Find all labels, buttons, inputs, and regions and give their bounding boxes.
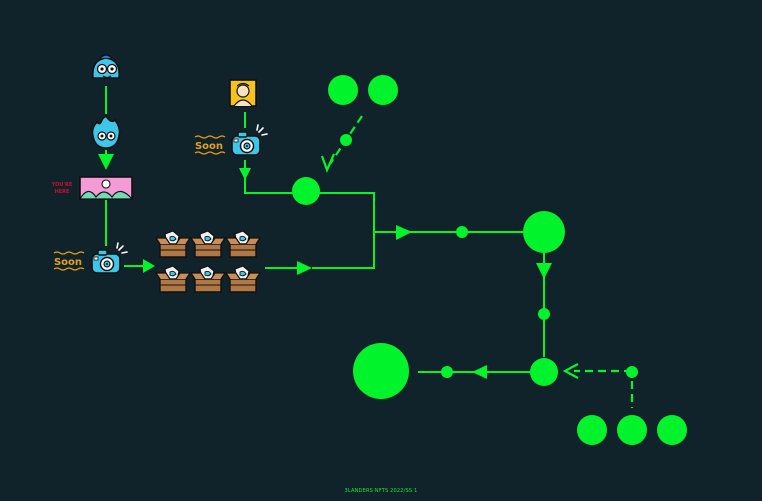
youre-here-marker: YOU'RE HERE — [51, 182, 73, 195]
node-junction — [530, 358, 558, 386]
node-small — [626, 366, 638, 378]
blue-flame-icon — [91, 114, 121, 149]
node-junction — [292, 177, 320, 205]
crate-icon — [155, 230, 191, 258]
node-small — [538, 308, 550, 320]
node-large — [523, 211, 565, 253]
arrowhead-down — [536, 263, 552, 279]
flow-nodes — [292, 75, 687, 445]
here-label-line2: HERE — [55, 189, 70, 195]
flow-lines — [244, 190, 545, 373]
crate-icon — [155, 265, 191, 293]
node-top-left — [328, 75, 358, 105]
node-bottom — [577, 415, 607, 445]
dashed-arrowhead — [562, 363, 579, 379]
dashed-arrowhead — [320, 153, 336, 173]
node-bottom — [657, 415, 687, 445]
crate-icon — [190, 265, 226, 293]
soon-badge-top: Soon — [194, 135, 226, 155]
crate-icon — [225, 230, 261, 258]
arrowhead-down — [98, 154, 114, 170]
node-small — [456, 226, 468, 238]
flow-arrowheads — [320, 153, 579, 379]
arrowhead-right — [396, 225, 412, 240]
soon-label-bottom: Soon — [54, 257, 82, 268]
left-arrowheads — [98, 154, 312, 275]
landscape-card-icon — [78, 176, 134, 200]
node-bottom — [617, 415, 647, 445]
crate-icon — [190, 230, 226, 258]
camera-icon — [91, 242, 128, 274]
arrowhead-down — [239, 168, 251, 180]
soon-label-top: Soon — [195, 141, 223, 152]
node-small — [340, 134, 352, 146]
arrowhead-left — [472, 365, 487, 379]
camera-icon — [231, 124, 268, 156]
node-final — [353, 343, 409, 399]
node-small — [441, 366, 453, 378]
portrait-card-icon — [229, 79, 257, 107]
footer-credit: 3LANDERS NFTS 2022/SS 1 — [344, 488, 418, 494]
arrowhead-right — [297, 261, 312, 275]
arrowhead-right — [143, 259, 155, 273]
crate-grid — [155, 230, 261, 293]
soon-badge-bottom: Soon — [53, 251, 85, 271]
crate-icon — [225, 265, 261, 293]
node-top-right — [368, 75, 398, 105]
blue-creature-icon — [91, 54, 121, 79]
here-label-line1: YOU'RE — [51, 182, 73, 188]
